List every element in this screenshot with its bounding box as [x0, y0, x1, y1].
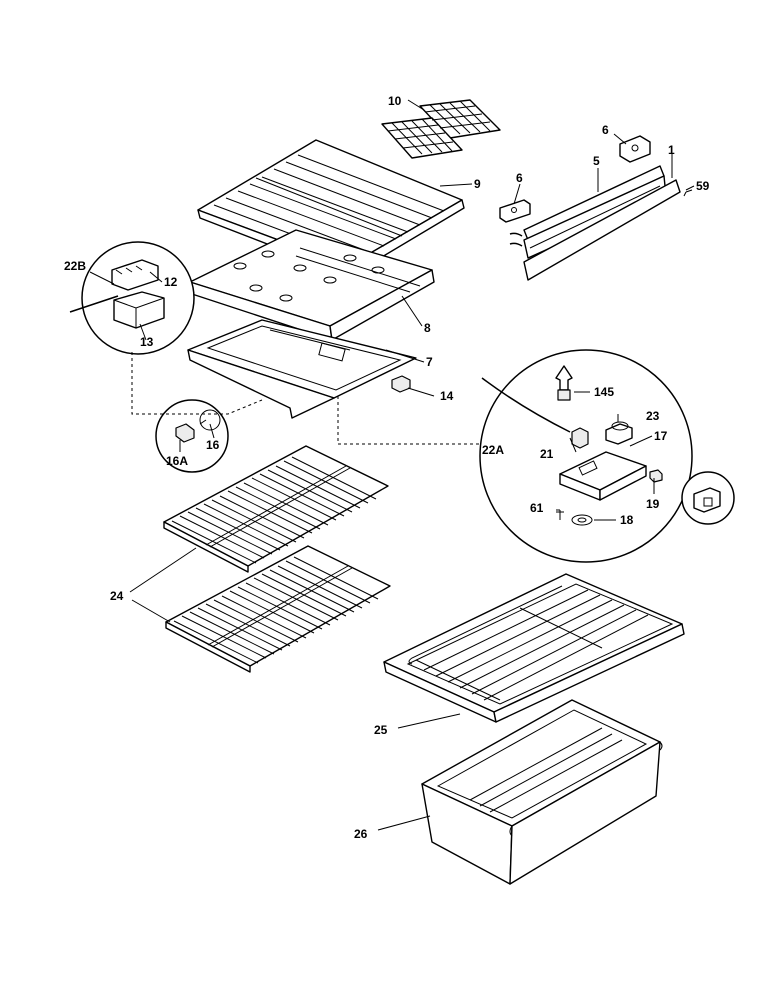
inset-light-socket — [69, 241, 195, 355]
callout-6-mid: 6 — [516, 171, 523, 185]
callout-24: 24 — [110, 589, 124, 603]
callout-59: 59 — [696, 179, 710, 193]
divider-panel-7 — [187, 319, 417, 419]
callout-25: 25 — [374, 723, 388, 737]
inset-switch — [681, 471, 735, 525]
callout-17: 17 — [654, 429, 668, 443]
clip-14 — [391, 375, 411, 393]
callout-23: 23 — [646, 409, 660, 423]
callout-22a: 22A — [482, 443, 504, 457]
callout-13: 13 — [140, 335, 154, 349]
callout-21: 21 — [540, 447, 554, 461]
crisper-cover-25 — [383, 573, 685, 723]
callout-9: 9 — [474, 177, 481, 191]
reference-lines — [131, 352, 480, 445]
callout-5: 5 — [593, 154, 600, 168]
callout-8: 8 — [424, 321, 431, 335]
ice-cube-trays — [381, 99, 501, 159]
callout-14: 14 — [440, 389, 454, 403]
callout-26: 26 — [354, 827, 368, 841]
panel-8 — [189, 229, 435, 341]
callout-61: 61 — [530, 501, 544, 515]
callout-18: 18 — [620, 513, 634, 527]
wire-shelf-lower — [165, 545, 391, 673]
callout-10: 10 — [388, 94, 402, 108]
inset-light-bulb — [155, 399, 229, 473]
callout-6-top: 6 — [602, 123, 609, 137]
callout-145: 145 — [594, 385, 614, 399]
callout-16a: 16A — [166, 454, 188, 468]
callout-22b: 22B — [64, 259, 86, 273]
crisper-drawer-26 — [421, 699, 663, 885]
callout-1: 1 — [668, 143, 675, 157]
callout-16: 16 — [206, 438, 220, 452]
inset-control-assembly — [479, 349, 693, 563]
wire-shelf-upper — [163, 445, 389, 573]
leader-lines — [89, 99, 695, 831]
callout-19: 19 — [646, 497, 660, 511]
callouts: 10 6 5 1 9 6 59 22B 12 13 8 7 14 145 23 … — [64, 94, 710, 841]
rail-assembly — [499, 135, 693, 281]
callout-12: 12 — [164, 275, 178, 289]
callout-7: 7 — [426, 355, 433, 369]
